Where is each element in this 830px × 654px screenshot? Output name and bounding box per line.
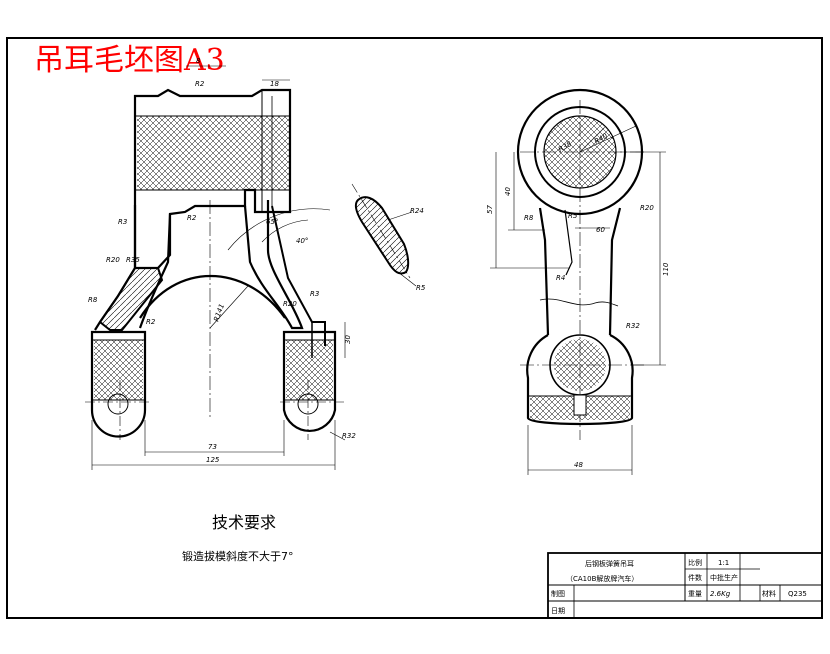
- left-eye: [90, 330, 147, 438]
- svg-text:73: 73: [208, 443, 217, 451]
- svg-text:件数: 件数: [688, 573, 702, 582]
- svg-text:Q235: Q235: [788, 590, 807, 598]
- svg-text:R20: R20: [640, 204, 654, 212]
- svg-text:57: 57: [486, 205, 494, 214]
- svg-text:R5: R5: [568, 212, 578, 220]
- svg-text:R2: R2: [187, 214, 197, 222]
- lower-boss: [526, 334, 634, 426]
- svg-text:125: 125: [206, 456, 220, 464]
- svg-text:30: 30: [344, 335, 352, 344]
- svg-text:R20: R20: [106, 256, 120, 264]
- requirements-heading: 技术要求: [212, 513, 276, 532]
- arch: [139, 275, 286, 319]
- svg-text:R3: R3: [310, 290, 319, 298]
- drawing-title: 吊耳毛坯图A3: [34, 43, 225, 78]
- svg-text:R3: R3: [118, 218, 127, 226]
- svg-text:R32: R32: [342, 432, 356, 440]
- title-block: [547, 552, 823, 619]
- front-view: [85, 65, 346, 470]
- section-r5: R5: [416, 284, 426, 292]
- svg-text:中批生产: 中批生产: [710, 573, 738, 582]
- svg-text:R8: R8: [524, 214, 534, 222]
- svg-text:48: 48: [574, 461, 583, 469]
- drawing-border: [6, 37, 823, 619]
- svg-text:R4: R4: [556, 274, 565, 282]
- svg-text:R20: R20: [283, 300, 297, 308]
- side-view: [490, 88, 666, 475]
- svg-text:制图: 制图: [551, 589, 565, 598]
- removed-section: [351, 183, 417, 287]
- svg-text:8: 8: [196, 57, 201, 65]
- svg-text:1:1: 1:1: [718, 559, 729, 567]
- svg-text:R8: R8: [88, 296, 98, 304]
- svg-text:R2: R2: [195, 80, 205, 88]
- svg-text:60: 60: [596, 226, 605, 234]
- svg-text:18: 18: [270, 80, 279, 88]
- right-eye: [282, 330, 337, 432]
- svg-text:R35: R35: [126, 256, 140, 264]
- section-r24: R24: [410, 207, 424, 215]
- top-boss-hatch: [137, 116, 289, 190]
- svg-text:110: 110: [662, 262, 670, 276]
- svg-text:材料: 材料: [762, 589, 776, 598]
- svg-text:日期: 日期: [551, 607, 565, 615]
- svg-text:R2: R2: [146, 318, 156, 326]
- svg-text:2.6Kg: 2.6Kg: [710, 590, 731, 598]
- svg-text:65°: 65°: [266, 218, 278, 226]
- svg-text:40°: 40°: [296, 237, 308, 245]
- svg-text:重量: 重量: [688, 590, 702, 598]
- svg-text:40: 40: [504, 187, 512, 196]
- title-block-text: 后钢板弹簧吊耳 （CA10B解放牌汽车） 比例 1:1 件数 中批生产 重量 2…: [551, 558, 807, 615]
- svg-text:后钢板弹簧吊耳: 后钢板弹簧吊耳: [585, 559, 634, 568]
- requirements-line1: 锻造拔模斜度不大于7°: [182, 549, 294, 563]
- svg-text:比例: 比例: [688, 558, 702, 567]
- svg-text:R32: R32: [626, 322, 640, 330]
- right-arm: [243, 200, 304, 330]
- svg-text:（CA10B解放牌汽车）: （CA10B解放牌汽车）: [566, 574, 638, 583]
